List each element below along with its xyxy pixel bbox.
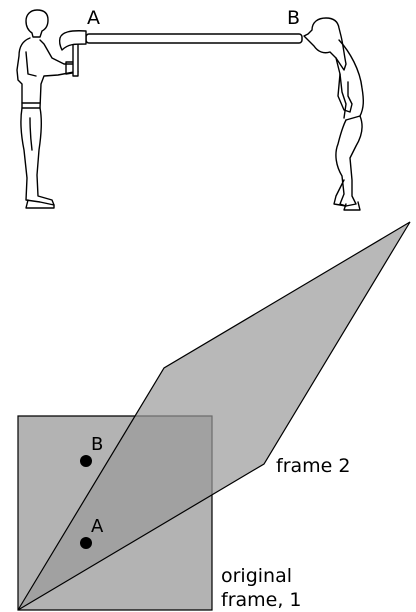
bottom-diagram: B A frame 2 original frame, 1: [18, 222, 410, 611]
label-b-top: B: [287, 7, 300, 29]
original-frame-label-line1: original: [221, 565, 292, 587]
original-frame-label-line2: frame, 1: [221, 589, 302, 611]
point-b: [80, 455, 92, 467]
point-b-label: B: [91, 434, 103, 455]
frame-2-label: frame 2: [276, 455, 350, 477]
rod: [86, 34, 302, 43]
hammer-icon: [60, 31, 86, 76]
top-scene: A B: [17, 7, 363, 210]
point-a: [80, 537, 92, 549]
point-a-label: A: [91, 516, 104, 537]
right-person-figure: [304, 18, 363, 210]
label-a-top: A: [87, 7, 100, 29]
